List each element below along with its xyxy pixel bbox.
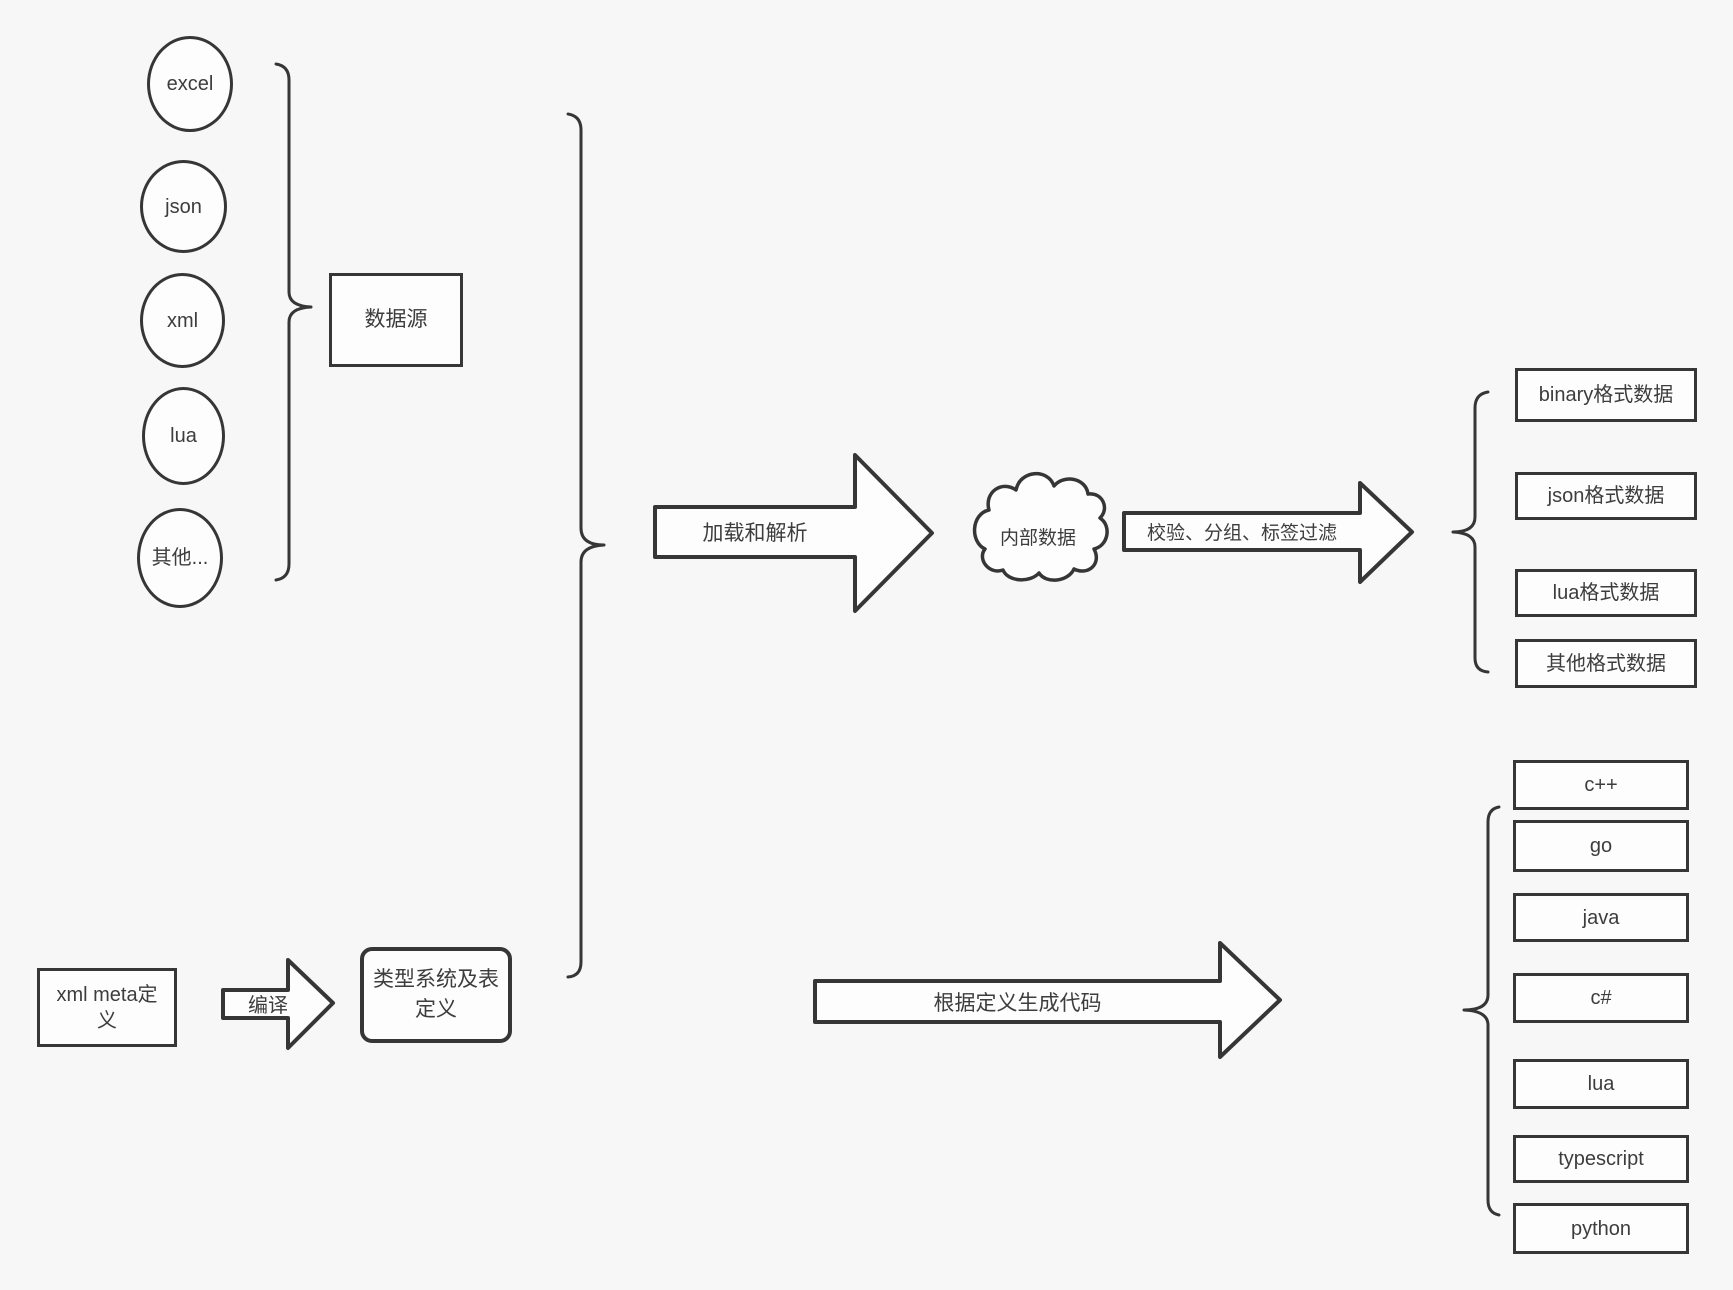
load-parse-arrow-shape: [653, 453, 934, 613]
data-source-group-box: 数据源: [329, 273, 463, 367]
xml-meta-definition-box: xml meta定义: [37, 968, 177, 1047]
internal-data-cloud-label: 内部数据: [999, 528, 1076, 549]
sources-brace: [274, 62, 313, 582]
xml-meta-definition-label: xml meta定义: [56, 983, 158, 1032]
format-box-other: 其他格式数据: [1515, 639, 1697, 688]
pipeline-brace: [566, 112, 606, 979]
filter-arrow-shape: [1122, 481, 1414, 584]
compile-arrow-label: 编译: [248, 994, 288, 1017]
format-box-lua: lua格式数据: [1515, 569, 1697, 617]
source-node-other: 其他...: [137, 508, 223, 608]
language-box-lua: lua: [1513, 1059, 1689, 1109]
compile-arrow-shape: [221, 958, 335, 1050]
format-box-binary: binary格式数据: [1515, 368, 1697, 422]
source-node-lua: lua: [142, 387, 225, 485]
languages-brace: [1462, 805, 1501, 1217]
codegen-arrow-label: 根据定义生成代码: [933, 991, 1102, 1015]
language-box-java: java: [1513, 893, 1689, 942]
format-box-json: json格式数据: [1515, 472, 1697, 520]
source-node-json: json: [140, 160, 227, 253]
type-system-box: 类型系统及表定义: [360, 947, 512, 1043]
load-parse-arrow-label: 加载和解析: [702, 522, 808, 545]
formats-brace: [1451, 390, 1490, 674]
internal-data-cloud-shape: [972, 471, 1109, 582]
language-box-python: python: [1513, 1203, 1689, 1254]
language-box-csharp: c#: [1513, 973, 1689, 1023]
language-box-typescript: typescript: [1513, 1135, 1689, 1183]
language-box-cpp: c++: [1513, 760, 1689, 810]
codegen-arrow-shape: [813, 941, 1282, 1059]
type-system-label: 类型系统及表定义: [373, 968, 499, 1021]
filter-arrow-label: 校验、分组、标签过滤: [1146, 523, 1337, 544]
source-node-excel: excel: [147, 36, 233, 132]
source-node-xml: xml: [140, 273, 225, 368]
language-box-go: go: [1513, 820, 1689, 872]
